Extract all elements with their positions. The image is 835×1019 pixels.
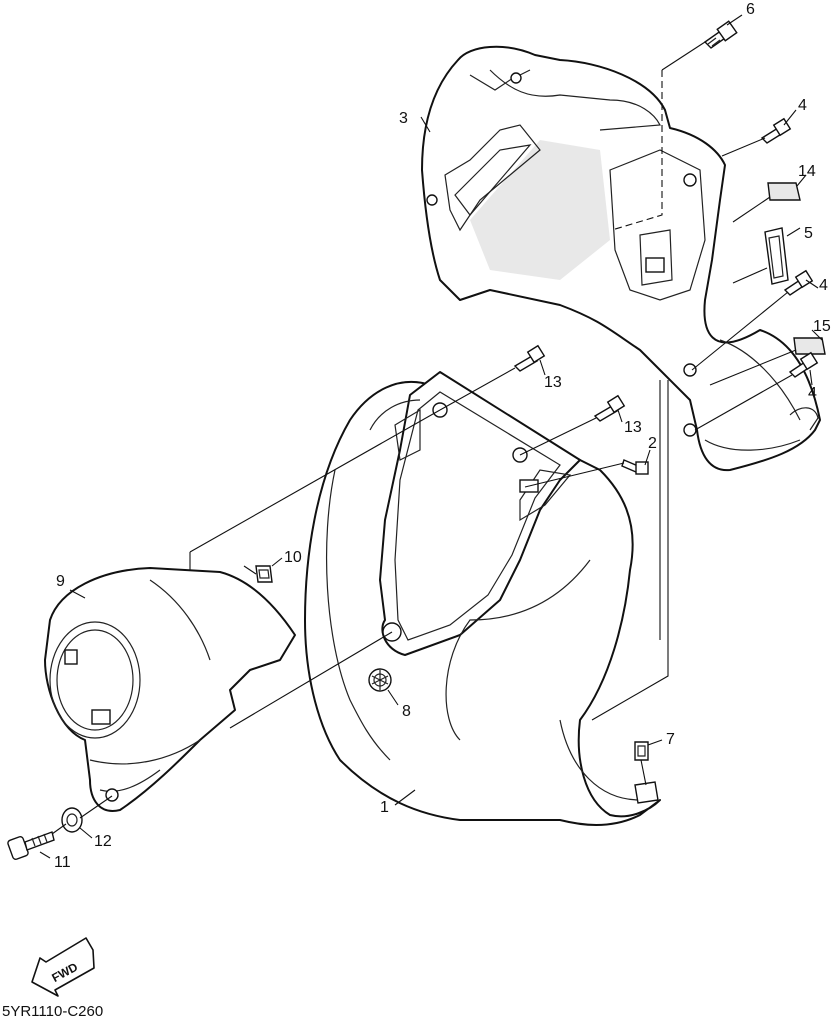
callout-14: 14 — [798, 163, 816, 180]
callout-2: 2 — [648, 435, 657, 452]
part-15-label[interactable] — [793, 337, 826, 355]
part-5-seal[interactable] — [764, 227, 789, 285]
callout-8: 8 — [402, 703, 411, 720]
part-11-screw[interactable] — [7, 831, 55, 860]
part-12-grommet[interactable] — [61, 807, 83, 833]
part-4-screw-lower[interactable] — [788, 351, 819, 378]
part-13-screw-upper[interactable] — [513, 344, 546, 372]
assembly-lines — [51, 41, 797, 835]
part-4-screw-middle[interactable] — [783, 269, 814, 296]
part-9-headlight-cover[interactable] — [44, 567, 296, 812]
part-14-label[interactable] — [767, 182, 801, 201]
callout-3: 3 — [399, 110, 408, 127]
part-3-inner-panel[interactable] — [421, 45, 821, 472]
callout-5: 5 — [804, 225, 813, 242]
callout-leaders — [39, 14, 823, 859]
diagram-code: 5YR1110-C260 — [2, 1003, 103, 1019]
callout-4-middle: 4 — [819, 277, 828, 294]
part-8-emblem[interactable] — [368, 668, 392, 692]
callout-4-lower: 4 — [808, 385, 817, 402]
callout-6: 6 — [746, 1, 755, 18]
callout-4-upper: 4 — [798, 97, 807, 114]
callout-15: 15 — [813, 318, 831, 335]
callout-12: 12 — [94, 833, 112, 850]
callout-7: 7 — [666, 731, 675, 748]
part-7-clip[interactable] — [634, 741, 649, 761]
callout-10: 10 — [284, 549, 302, 566]
part-10-clip[interactable] — [255, 565, 273, 583]
callout-labels: 3 6 4 14 5 4 15 4 13 13 2 10 9 8 7 1 12 … — [54, 1, 831, 871]
part-6-screw[interactable] — [703, 20, 738, 49]
part-1-front-cover[interactable] — [304, 371, 661, 826]
part-13-screw-lower[interactable] — [593, 394, 626, 422]
callout-9: 9 — [56, 573, 65, 590]
callout-11: 11 — [54, 854, 71, 871]
part-2-bolt[interactable] — [621, 459, 649, 475]
fwd-direction-arrow: FWD — [31, 937, 95, 997]
callout-1: 1 — [380, 799, 389, 816]
callout-13-upper: 13 — [544, 374, 562, 391]
callout-13-lower: 13 — [624, 419, 642, 436]
